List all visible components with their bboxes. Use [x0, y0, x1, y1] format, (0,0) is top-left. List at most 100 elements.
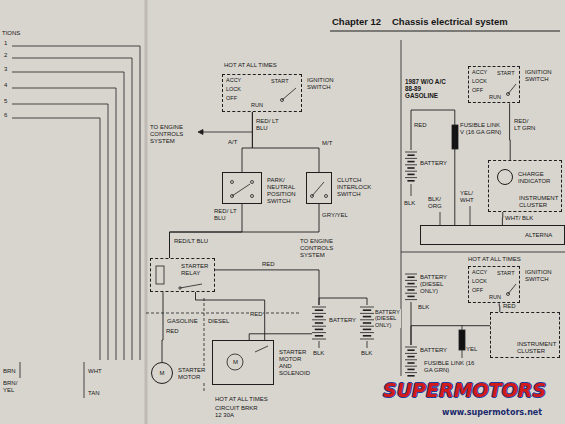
wire: [499, 303, 501, 312]
wire-label: TAN: [88, 390, 100, 397]
node-label: INSTRUMENT CLUSTER: [517, 341, 557, 355]
wire-label: BLK/ ORG: [428, 196, 446, 210]
wire-label: TO ENGINE CONTROLS SYSTEM: [300, 238, 350, 259]
wire-label: 6: [4, 112, 7, 119]
wire: [252, 112, 319, 172]
battery: BATTERY: [312, 305, 326, 341]
node-label: STARTER RELAY: [181, 263, 213, 277]
wire-label: 5: [4, 98, 7, 105]
wire-label: HOT AT ALL TIMES: [468, 256, 521, 263]
node-label: STARTER MOTOR AND SOLENOID: [279, 349, 311, 377]
watermark: SUPERMOTORS: [383, 380, 546, 402]
wire-label: RED: [414, 122, 427, 129]
wire-label: RED: [503, 303, 516, 310]
node-label: OFF: [472, 87, 483, 93]
battery-symbol: [360, 305, 374, 341]
node-label: RUN: [489, 294, 501, 300]
wire-label: RED: [250, 311, 263, 318]
wire-label: FUSIBLE LINK (16 GA GRN): [424, 360, 484, 374]
wire: [170, 204, 320, 258]
instrument-cluster: INSTRUMENT CLUSTER CHARGE INDICATOR: [488, 160, 562, 212]
node-label: BATTERY (DIESEL ONLY): [420, 274, 456, 295]
node-label: BATTERY: [420, 160, 447, 167]
node-label: ACCY: [226, 77, 241, 83]
node-label: M: [233, 359, 238, 366]
wire-label: HOT AT ALL TIMES: [215, 396, 268, 403]
wire-label: 1: [4, 40, 7, 47]
wire-label: BLK: [404, 200, 415, 207]
battery-symbol: [312, 305, 326, 341]
node-label: START: [497, 270, 515, 276]
battery-symbol: [405, 150, 417, 184]
node-label: LOCK: [226, 86, 241, 92]
node-label: M: [152, 370, 172, 377]
node-label: IGNITION SWITCH: [307, 77, 341, 91]
wire-label: 4: [4, 82, 7, 89]
wire: [196, 292, 265, 340]
wire-label: RED/ LT BLU: [256, 118, 282, 132]
node-label: START: [497, 70, 515, 76]
wire-label: FUSIBLE LINK V (16 GA GRN): [460, 122, 502, 136]
battery: BATTERY: [405, 345, 417, 379]
wire: [319, 298, 367, 305]
wire-label: RED/ LT BLU: [214, 208, 240, 222]
node-label: ACCY: [472, 269, 487, 275]
node-label: START: [271, 78, 289, 84]
battery-symbol: [405, 345, 417, 379]
wire-label: HOT AT ALL TIMES: [224, 62, 277, 69]
battery: BATTERY: [405, 150, 417, 184]
wire-label: TIONS: [2, 30, 20, 37]
node-label: IGNITION SWITCH: [525, 269, 557, 283]
node-label: PARK/ NEUTRAL POSITION SWITCH: [267, 177, 303, 205]
wire-label: 3: [4, 66, 7, 73]
wire-label: 1987 W/O A/C 88-89 GASOLINE: [405, 78, 455, 100]
node-label: LOCK: [472, 278, 487, 284]
wire-label: TO ENGINE CONTROLS SYSTEM: [150, 124, 196, 145]
wire-label: 2: [4, 52, 7, 59]
node-label: STARTER MOTOR: [178, 367, 206, 381]
clutch-interlock-switch: CLUTCH INTERLOCK SWITCH: [306, 172, 332, 204]
wire: [411, 326, 490, 345]
wire-label: WHT: [88, 368, 102, 375]
node-label: CHARGE INDICATOR: [518, 171, 558, 185]
page-header: Chapter 12: [332, 17, 381, 28]
wire-label: DIESEL: [208, 318, 229, 325]
node-label: ALTERNA: [525, 232, 552, 239]
wire-label: RED/LT BLU: [174, 238, 208, 245]
node-label: ACCY: [472, 69, 487, 75]
wire: [411, 110, 455, 225]
wire-label: GASOLINE: [167, 318, 198, 325]
wire-label: RED: [262, 261, 275, 268]
charge-indicator: CHARGE INDICATOR: [497, 169, 513, 185]
instrument-cluster: INSTRUMENT CLUSTER: [490, 312, 560, 358]
node-label: OFF: [472, 287, 483, 293]
node-label: RUN: [251, 102, 263, 108]
wire-label: YEL/ WHT: [460, 190, 480, 204]
node-label: BATTERY: [420, 347, 447, 354]
wire: [509, 103, 511, 160]
node-label: CLUTCH INTERLOCK SWITCH: [337, 177, 371, 198]
node-label: BATTERY: [329, 317, 356, 324]
battery: BATTERY (DIESEL ONLY): [360, 305, 374, 341]
ignition-switch: ACCYLOCKOFFRUNSTARTIGNITION SWITCH: [468, 66, 520, 103]
starter-relay: STARTER RELAY: [150, 258, 215, 292]
wire-label: YEL: [466, 346, 477, 353]
battery-symbol: [405, 272, 417, 302]
alternator: ALTERNA: [420, 225, 565, 245]
wire-label: CIRCUIT BRKR 12 30A: [215, 405, 265, 419]
wire-label: BLK: [361, 350, 372, 357]
wire-label: BLK: [313, 350, 324, 357]
ignition-switch: ACCYLOCKOFFRUNSTARTIGNITION SWITCH: [222, 74, 302, 112]
node-label: OFF: [226, 95, 237, 101]
node-label: LOCK: [472, 78, 487, 84]
node-label: BATTERY (DIESEL ONLY): [375, 309, 401, 328]
watermark: www.supermotors.net: [442, 408, 542, 417]
node-label: INSTRUMENT CLUSTER: [519, 195, 559, 209]
wire-label: GRY/YEL: [322, 212, 348, 219]
starter-solenoid: MSTARTER MOTOR AND SOLENOID: [212, 340, 274, 385]
park-neutral-switch: PARK/ NEUTRAL POSITION SWITCH: [222, 172, 262, 204]
node-label: IGNITION SWITCH: [525, 69, 557, 83]
wire-label: A/T: [228, 139, 237, 146]
wire: [162, 292, 163, 362]
